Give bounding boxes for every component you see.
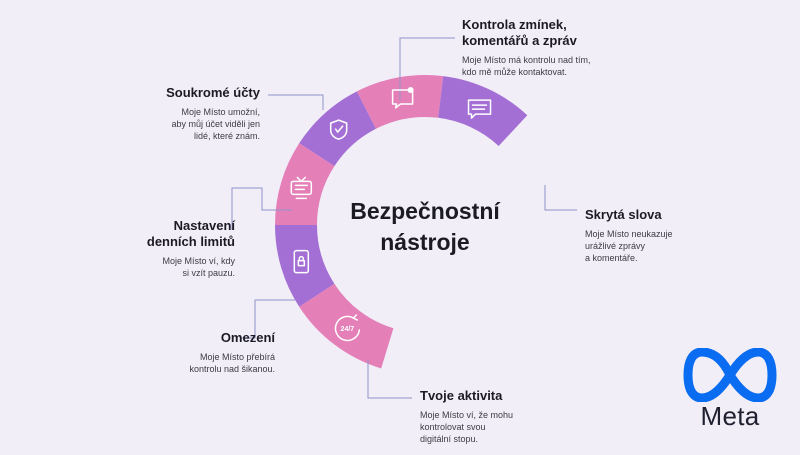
center-title-line-2: nástroje — [380, 229, 470, 255]
label-description: Moje Místo neukazuje urážlivé zprávy a k… — [585, 228, 735, 264]
clock-24-icon: 24/7 — [334, 314, 361, 342]
connector-hidden-words — [544, 185, 577, 211]
meta-infinity-icon — [683, 347, 777, 403]
connector-daily-limits — [231, 187, 292, 230]
label-description: Moje Místo přebírá kontrolu nad šikanou. — [120, 351, 275, 375]
title-line: komentářů a zpráv — [462, 33, 577, 48]
title-line: Kontrola zmínek, — [462, 17, 567, 32]
connector-activity — [367, 360, 412, 399]
title-line: Tvoje aktivita — [420, 388, 503, 403]
speech-bubble-icon — [391, 86, 414, 109]
label-restrict: Omezení Moje Místo přebírá kontrolu nad … — [120, 330, 275, 375]
desc-line: kontrolu nad šikanou. — [189, 364, 275, 374]
meta-wordmark: Meta — [700, 401, 760, 431]
label-title: Skrytá slova — [585, 207, 735, 223]
title-line: Skrytá slova — [585, 207, 662, 222]
desc-line: digitální stopu. — [420, 434, 479, 444]
title-line: Soukromé účty — [166, 85, 260, 100]
desc-line: Moje Místo neukazuje — [585, 229, 673, 239]
desc-line: a komentáře. — [585, 253, 638, 263]
label-daily-limits: Nastavení denních limitů Moje Místo ví, … — [85, 218, 235, 279]
segment-your-activity — [299, 283, 394, 369]
segment-mentions-comments — [356, 75, 444, 129]
desc-line: Moje Místo ví, že mohu — [420, 410, 514, 420]
shield-icon — [329, 119, 348, 140]
connector-private — [268, 94, 324, 110]
label-mentions-comments: Kontrola zmínek, komentářů a zpráv Moje … — [462, 17, 642, 78]
connector-restrict — [240, 299, 295, 339]
segment-hidden-words — [438, 76, 528, 147]
segment-daily-limits — [275, 143, 335, 225]
title-line: Omezení — [220, 330, 275, 345]
segment-private-accounts — [299, 91, 376, 167]
label-title: Tvoje aktivita — [420, 388, 570, 404]
title-line: denních limitů — [146, 234, 235, 249]
desc-line: urážlivé zprávy — [585, 241, 646, 251]
tv-icon — [290, 176, 313, 200]
desc-line: kdo mě může kontaktovat. — [462, 67, 568, 77]
meta-logo: Meta — [682, 347, 778, 432]
center-title: Bezpečnostní nástroje — [325, 196, 525, 258]
desc-line: kontrolovat svou — [420, 422, 486, 432]
label-title: Soukromé účty — [120, 85, 260, 101]
segment-icons: 24/7 — [290, 86, 492, 342]
desc-line: lidé, které znám. — [193, 131, 260, 141]
label-private-accounts: Soukromé účty Moje Místo umožní, aby můj… — [120, 85, 260, 142]
label-title: Omezení — [120, 330, 275, 346]
message-lines-icon — [467, 99, 492, 119]
label-your-activity: Tvoje aktivita Moje Místo ví, že mohu ko… — [420, 388, 570, 445]
title-line: Nastavení — [173, 218, 235, 233]
desc-line: Moje Místo ví, kdy — [162, 256, 235, 266]
label-description: Moje Místo má kontrolu nad tím, kdo mě m… — [462, 54, 642, 78]
desc-line: Moje Místo umožní, — [181, 107, 260, 117]
desc-line: si vzít pauzu. — [182, 268, 235, 278]
clock-24-label: 24/7 — [341, 326, 355, 333]
desc-line: aby můj účet viděli jen — [171, 119, 260, 129]
label-title: Nastavení denních limitů — [85, 218, 235, 250]
label-title: Kontrola zmínek, komentářů a zpráv — [462, 17, 642, 49]
desc-line: Moje Místo přebírá — [199, 352, 275, 362]
connector-mentions — [399, 37, 455, 100]
center-title-line-1: Bezpečnostní — [350, 198, 500, 224]
label-description: Moje Místo ví, že mohu kontrolovat svou … — [420, 409, 570, 445]
phone-lock-icon — [293, 249, 310, 274]
label-description: Moje Místo ví, kdy si vzít pauzu. — [85, 255, 235, 279]
label-description: Moje Místo umožní, aby můj účet viděli j… — [120, 106, 260, 142]
label-hidden-words: Skrytá slova Moje Místo neukazuje urážli… — [585, 207, 735, 264]
desc-line: Moje Místo má kontrolu nad tím, — [462, 55, 591, 65]
connector-lines — [231, 37, 577, 399]
